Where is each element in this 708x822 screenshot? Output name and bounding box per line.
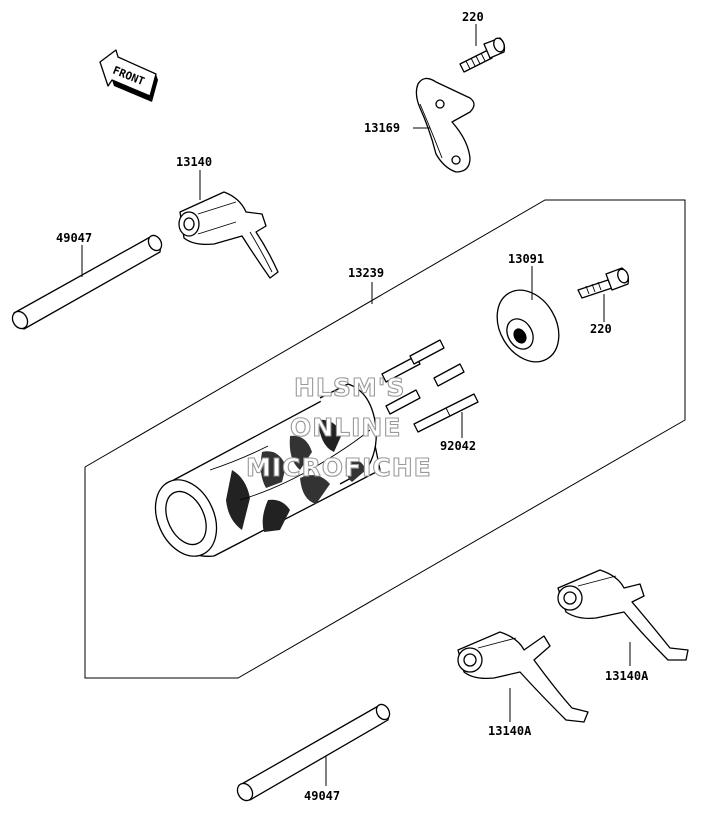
shift-fork-upper [178, 191, 279, 279]
label-pins: 92042 [440, 439, 476, 453]
plate [415, 77, 475, 173]
label-fork-upper: 13140 [176, 155, 212, 169]
label-fork-lower: 13140A [488, 724, 532, 738]
label-drum: 13239 [348, 266, 384, 280]
front-arrow-icon: FRONT [99, 49, 158, 102]
label-plate: 13169 [364, 121, 400, 135]
shaft-lower [236, 703, 391, 802]
drum-holder [496, 289, 560, 363]
watermark-line-1: HLSM'S [294, 373, 405, 402]
shift-drum [154, 383, 381, 557]
shift-fork-lower [457, 631, 589, 723]
watermark-line-3: MICROFICHE [246, 453, 432, 482]
label-bolt-right: 220 [590, 322, 612, 336]
drum-pins [381, 339, 479, 433]
bolt-top [459, 37, 506, 73]
label-shaft-upper: 49047 [56, 231, 92, 245]
label-bolt-top: 220 [462, 10, 484, 24]
watermark-line-2: ONLINE [290, 413, 401, 442]
shift-fork-right [557, 569, 689, 661]
label-fork-right: 13140A [605, 669, 649, 683]
bolt-right [577, 267, 630, 299]
label-shaft-lower: 49047 [304, 789, 340, 803]
label-holder: 13091 [508, 252, 544, 266]
drum-assembly-outline [84, 199, 686, 679]
shaft-upper [11, 234, 163, 330]
